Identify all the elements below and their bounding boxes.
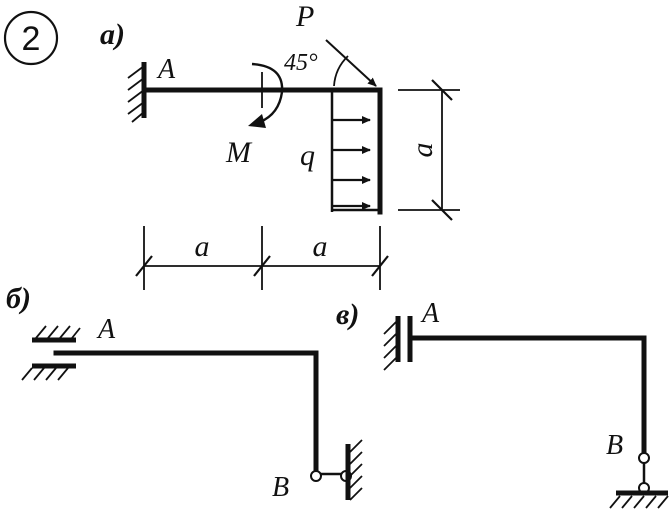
dimension-vertical-label: a <box>406 143 439 158</box>
dimension-right-label: a <box>313 230 328 263</box>
moment-m <box>248 62 284 128</box>
subfigure-a-label: а) <box>100 18 125 51</box>
angle-arc <box>333 55 349 87</box>
problem-number: 2 <box>22 20 41 58</box>
subfigure-b-label: б) <box>6 282 31 315</box>
frame-b <box>53 350 319 477</box>
pin-support-b-v <box>609 452 669 509</box>
pin-support-b-b <box>310 439 363 501</box>
force-p-arrow <box>325 39 377 87</box>
distributed-load-q <box>330 92 378 212</box>
subfigure-v-label: в) <box>336 298 359 331</box>
load-q-label: q <box>300 139 315 172</box>
point-b-b-label: B <box>272 472 289 503</box>
moment-m-label: M <box>225 136 253 169</box>
point-b-v-label: B <box>606 430 623 461</box>
force-p-label: P <box>295 0 314 33</box>
frame-v <box>407 335 647 459</box>
point-a-label: A <box>156 54 176 85</box>
dimension-vertical <box>398 79 460 221</box>
dimension-left-label: a <box>195 230 210 263</box>
point-a-b-label: A <box>96 314 116 345</box>
sliding-support-a-b <box>21 325 81 381</box>
sliding-support-a-v <box>383 316 413 371</box>
point-a-v-label: A <box>420 298 440 329</box>
dimension-horizontal <box>135 226 389 290</box>
problem-number-badge: 2 <box>3 10 59 66</box>
angle-label: 45° <box>284 50 318 76</box>
